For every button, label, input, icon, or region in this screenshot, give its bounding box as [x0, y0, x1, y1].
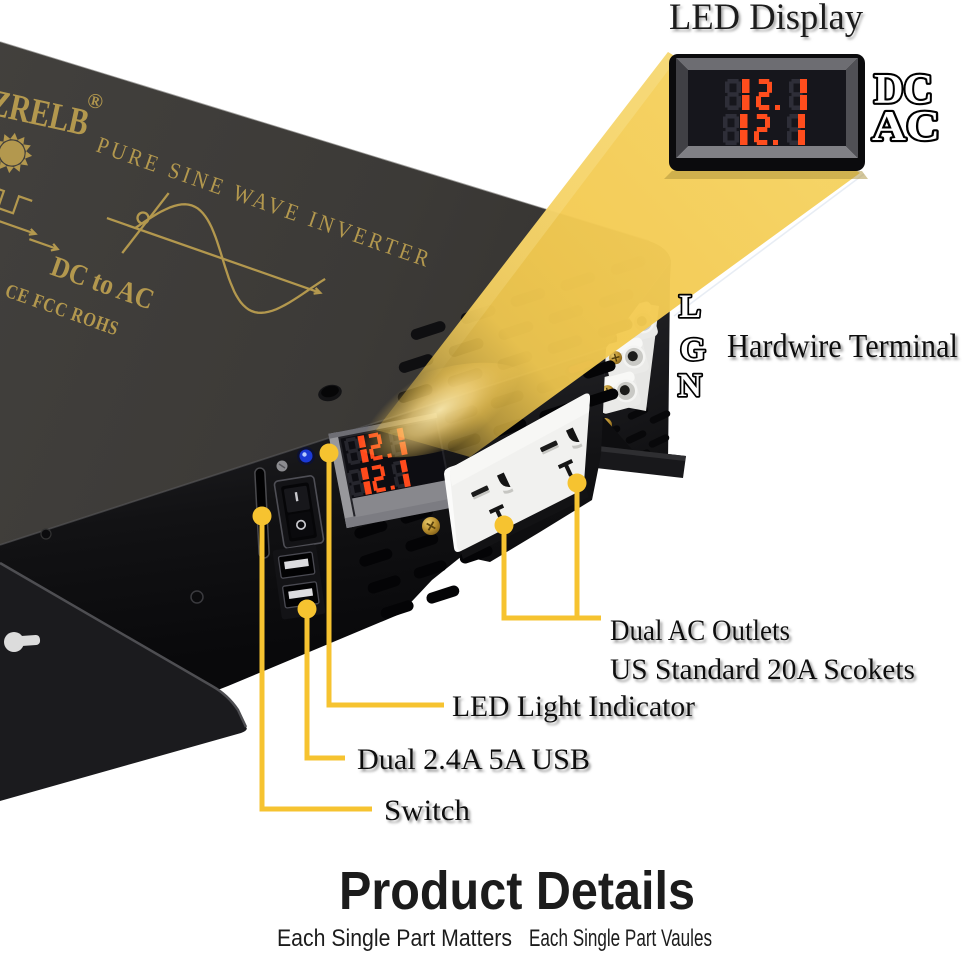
svg-text:G: G [680, 332, 706, 368]
svg-text:Each Single Part Vaules: Each Single Part Vaules [529, 925, 712, 952]
svg-text:Switch: Switch [384, 794, 470, 827]
svg-text:LED Light Indicator: LED Light Indicator [452, 690, 695, 723]
svg-text:DC: DC [874, 67, 933, 113]
svg-text:N: N [678, 368, 702, 404]
svg-text:L: L [679, 289, 701, 325]
svg-text:Each Single Part Matters: Each Single Part Matters [277, 925, 512, 952]
svg-text:Dual 2.4A 5A USB: Dual 2.4A 5A USB [357, 743, 590, 776]
svg-text:®: ® [85, 87, 106, 114]
svg-text:Hardwire Terminal: Hardwire Terminal [727, 328, 958, 365]
svg-text:Dual AC Outlets: Dual AC Outlets [610, 614, 790, 647]
svg-text:AC: AC [872, 104, 940, 150]
svg-text:LED Display: LED Display [669, 0, 863, 38]
svg-text:US Standard 20A Scokets: US Standard 20A Scokets [610, 653, 915, 686]
svg-text:Product Details: Product Details [339, 861, 695, 921]
